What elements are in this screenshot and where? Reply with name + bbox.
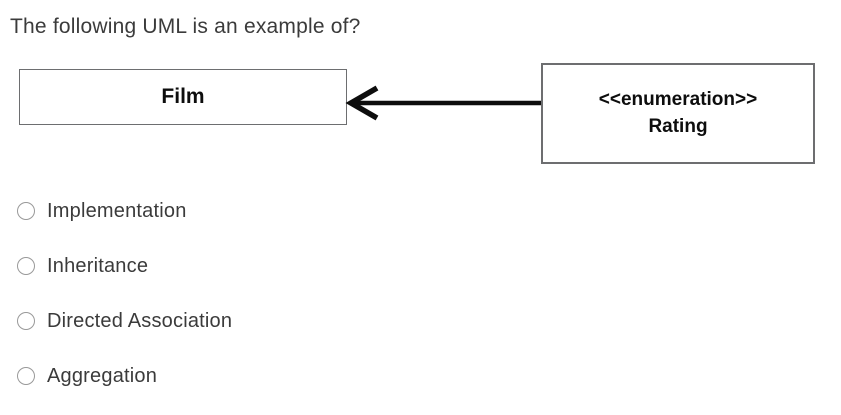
uml-enumeration-name: Rating [648, 116, 708, 137]
answer-option-implementation[interactable]: Implementation [0, 199, 187, 223]
uml-stereotype-label: <<enumeration>> [598, 89, 758, 110]
radio-button[interactable] [17, 312, 35, 330]
uml-class-name: Film [161, 85, 205, 108]
answer-option-inheritance[interactable]: Inheritance [0, 254, 148, 278]
option-label[interactable]: Implementation [47, 199, 187, 222]
uml-class-box-film: Film [19, 69, 347, 125]
answer-option-directed-association[interactable]: Directed Association [0, 309, 232, 333]
radio-button[interactable] [17, 257, 35, 275]
option-label[interactable]: Inheritance [47, 254, 149, 277]
radio-button[interactable] [17, 202, 35, 220]
question-title: The following UML is an example of? [10, 15, 361, 38]
answer-option-aggregation[interactable]: Aggregation [0, 364, 157, 388]
uml-enumeration-box-rating: <<enumeration>> Rating [541, 63, 815, 164]
option-label[interactable]: Directed Association [47, 309, 233, 332]
option-label[interactable]: Aggregation [47, 364, 158, 387]
radio-button[interactable] [17, 367, 35, 385]
